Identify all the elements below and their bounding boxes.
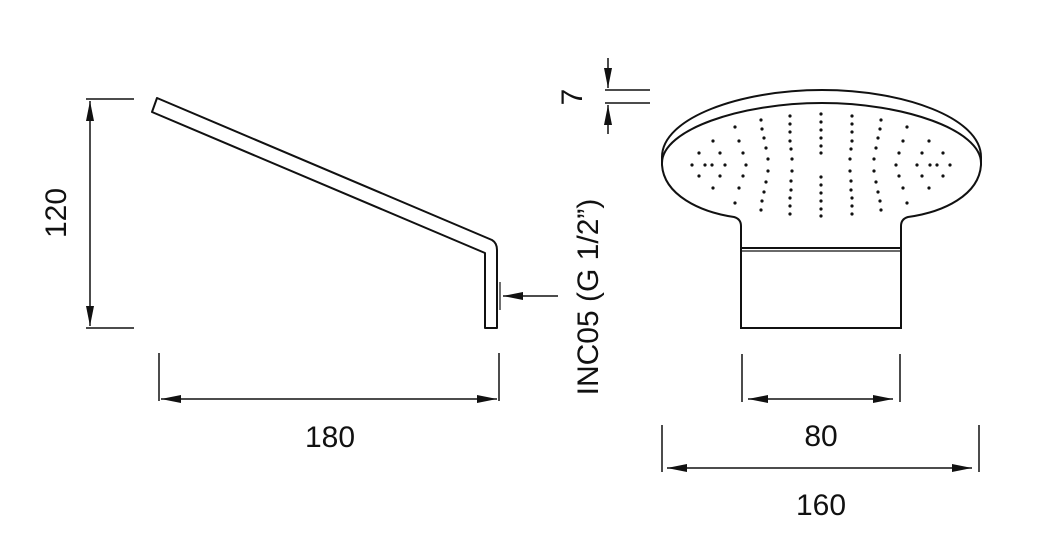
length-label: 180 bbox=[305, 421, 355, 454]
front-view bbox=[661, 88, 982, 329]
shower-head-body bbox=[661, 157, 982, 329]
shower-head-rim bbox=[661, 88, 982, 158]
head-diameter-label: 160 bbox=[796, 489, 846, 522]
front-view-dimensions bbox=[604, 58, 980, 472]
neck-width-label: 80 bbox=[804, 420, 837, 453]
shower-head-rim-inner bbox=[661, 101, 982, 164]
shower-arm-pipe bbox=[151, 97, 498, 329]
nozzle-pattern bbox=[690, 112, 952, 218]
side-view bbox=[86, 97, 558, 403]
connection-label: INC05 (G 1/2”) bbox=[572, 199, 605, 396]
thickness-label: 7 bbox=[556, 89, 589, 106]
height-label: 120 bbox=[40, 188, 73, 238]
